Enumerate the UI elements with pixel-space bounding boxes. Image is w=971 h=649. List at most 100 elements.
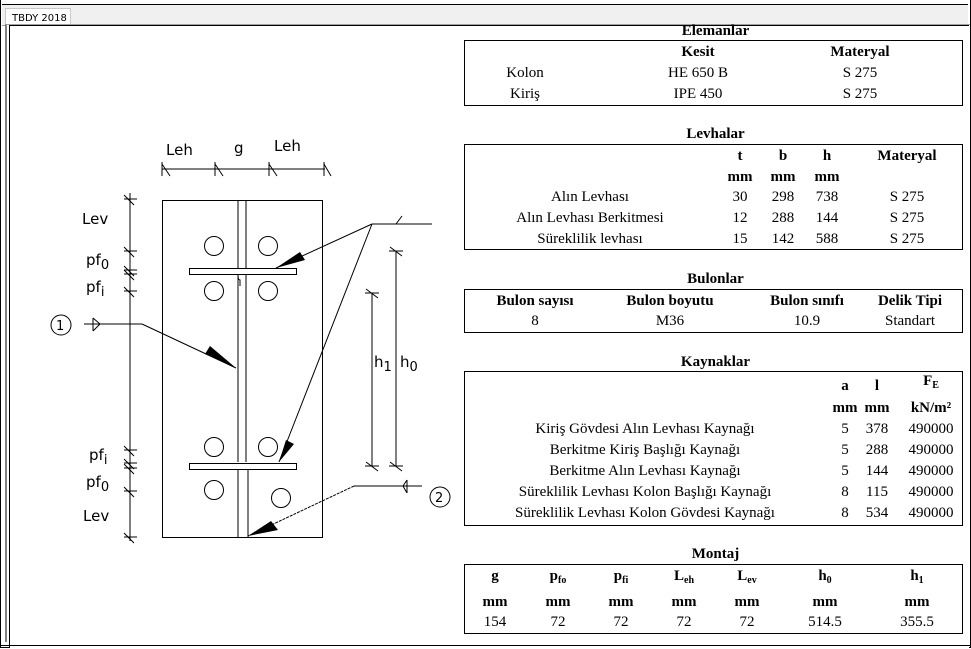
top-flange (189, 268, 297, 275)
row-label: Süreklilik Levhası Kolon Başlığı Kaynağı (518, 484, 772, 500)
cell-t: 30 (732, 189, 748, 205)
bottom-flange (189, 463, 297, 470)
unit-h: mm (814, 169, 840, 185)
h-dimensions (365, 246, 403, 472)
header-fe: FE (923, 373, 939, 391)
label-h1: h1 (374, 353, 392, 375)
cell-a: 5 (841, 442, 849, 458)
cell-t: 15 (732, 231, 748, 247)
unit-g: mm (482, 594, 508, 610)
label-pfi-top: pfi (86, 278, 104, 300)
weld-leader-1 (50, 314, 237, 369)
bulonlar-title: Bulonlar (687, 271, 744, 287)
unit-a: mm (832, 400, 858, 416)
cell-l: 288 (865, 442, 889, 458)
cell-fe: 490000 (908, 484, 954, 500)
cell-a: 8 (841, 484, 849, 500)
header-bulon-boyutu: Bulon boyutu (626, 293, 714, 309)
cell-kesit: IPE 450 (673, 86, 723, 102)
cell-h: 588 (815, 231, 839, 247)
header-materyal: Materyal (830, 44, 890, 60)
cell-fe: 490000 (908, 505, 954, 521)
header-t: t (737, 148, 743, 164)
header-leh: Leh (673, 568, 694, 586)
label-lev-top: Lev (82, 210, 108, 228)
cell-materyal: S 275 (842, 86, 878, 102)
label-leh-left: Leh (166, 141, 193, 159)
value-delik-tipi: Standart (885, 313, 935, 329)
label-g: g (234, 139, 244, 157)
cell-fe: 490000 (908, 442, 954, 458)
cell-a: 8 (841, 505, 849, 521)
row-label: Süreklilik levhası (537, 231, 643, 247)
montaj-title: Montaj (691, 546, 740, 562)
montaj-table: g pfo pfi Leh Lev h0 h1 mm mm mm mm mm m… (464, 564, 963, 634)
value-lev: 72 (739, 614, 755, 630)
cell-l: 144 (865, 463, 889, 479)
header-lev: Lev (737, 568, 757, 586)
header-a: a (841, 378, 849, 394)
header-materyal: Materyal (877, 148, 937, 164)
label-pf0-bot: pf0 (86, 473, 109, 495)
cell-a: 5 (841, 421, 849, 437)
row-label: Kiriş (510, 86, 540, 102)
bottom-border (0, 645, 971, 648)
label-leh-right: Leh (274, 137, 301, 155)
cell-b: 142 (771, 231, 795, 247)
tab-tbdy-2018[interactable]: TBDY 2018 (5, 8, 71, 28)
kaynaklar-title: Kaynaklar (680, 354, 751, 370)
levhalar-table: t b h Materyal mm mm mm Alın Levhası 30 … (464, 144, 963, 250)
end-plate (162, 200, 323, 538)
unit-t: mm (727, 169, 753, 185)
unit-lev: mm (734, 594, 760, 610)
row-label: Alın Levhası Berkitmesi (516, 210, 664, 226)
header-pfi: pfi (613, 568, 629, 586)
cell-materyal: S 275 (889, 189, 925, 205)
row-label: Kiriş Gövdesi Alın Levhası Kaynağı (535, 421, 755, 437)
unit-h1: mm (904, 594, 930, 610)
header-b: b (778, 148, 788, 164)
header-h0: h0 (818, 568, 832, 586)
cell-b: 288 (771, 210, 795, 226)
bulonlar-table: Bulon sayısı Bulon boyutu Bulon sınıfı D… (464, 289, 963, 333)
label-h0: h0 (400, 353, 418, 375)
cell-l: 115 (866, 484, 888, 500)
header-g: g (491, 568, 499, 584)
cell-l: 534 (865, 505, 889, 521)
value-leh: 72 (676, 614, 692, 630)
label-lev-bot: Lev (83, 507, 109, 525)
cell-h: 144 (815, 210, 839, 226)
weld-marker-2: 2 (435, 491, 443, 506)
cell-fe: 490000 (908, 421, 954, 437)
cell-a: 5 (841, 463, 849, 479)
connection-drawing: Leh g Leh Lev pf0 pfi pfi pf0 Lev h1 h0 … (50, 137, 451, 544)
header-kesit: Kesit (681, 44, 715, 60)
cell-h: 738 (815, 189, 839, 205)
value-bulon-sayisi: 8 (531, 313, 539, 329)
levhalar-title: Levhalar (686, 126, 745, 142)
cell-materyal: S 275 (889, 231, 925, 247)
header-h: h (822, 148, 832, 164)
cell-materyal: S 275 (842, 65, 878, 81)
value-bulon-sinifi: 10.9 (793, 313, 821, 329)
row-label: Kolon (506, 65, 544, 81)
label-pfi-bot: pfi (89, 446, 107, 468)
row-label: Süreklilik Levhası Kolon Gövdesi Kaynağı (515, 505, 775, 521)
cell-l: 378 (865, 421, 889, 437)
elemanlar-table: Kesit Materyal Kolon HE 650 B S 275 Kiri… (464, 40, 963, 106)
unit-h0: mm (812, 594, 838, 610)
header-delik-tipi: Delik Tipi (877, 293, 943, 309)
value-h0: 514.5 (808, 614, 842, 630)
unit-fe: kN/m² (910, 400, 952, 416)
arrowheads (205, 252, 305, 536)
row-label: Berkitme Alın Levhası Kaynağı (549, 463, 741, 479)
header-bulon-sinifi: Bulon sınıfı (770, 293, 844, 309)
unit-l: mm (864, 400, 890, 416)
value-g: 154 (483, 614, 507, 630)
row-label: Alın Levhası (551, 189, 629, 205)
header-pfo: pfo (549, 568, 567, 586)
unit-pfo: mm (545, 594, 571, 610)
row-label: Berkitme Kiriş Başlığı Kaynağı (549, 442, 741, 458)
value-pfo: 72 (550, 614, 566, 630)
unit-b: mm (770, 169, 796, 185)
